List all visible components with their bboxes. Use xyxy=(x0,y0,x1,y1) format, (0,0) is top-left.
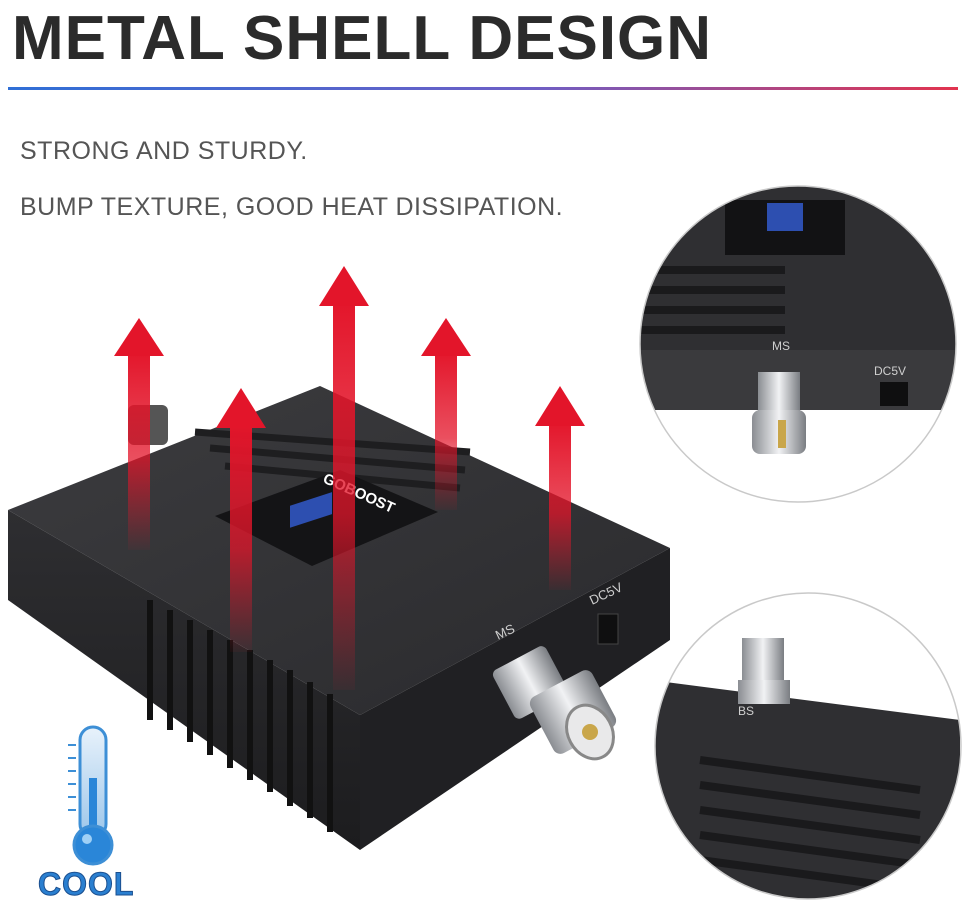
thermometer-icon xyxy=(68,725,114,866)
zoom-ms-label: MS xyxy=(772,339,790,353)
heat-arrow-icon xyxy=(319,266,369,690)
ms-connector xyxy=(492,646,617,761)
cool-label: COOL xyxy=(37,866,135,903)
heat-arrow-icon xyxy=(535,386,585,590)
heat-arrows xyxy=(114,266,585,690)
heat-arrow-icon xyxy=(114,318,164,550)
zoom-dc-label: DC5V xyxy=(874,364,906,378)
zoom-circle-ms-port: MS DC5V xyxy=(639,185,957,503)
zoom-circle-bs-port: BS xyxy=(654,592,962,900)
page-title: METAL SHELL DESIGN xyxy=(12,4,713,73)
zoom-bs-label: BS xyxy=(738,704,754,718)
heat-arrow-icon xyxy=(421,318,471,510)
title-divider xyxy=(8,87,958,90)
feature-text-sturdy: STRONG AND STURDY. xyxy=(20,137,308,165)
feature-text-heat: BUMP TEXTURE, GOOD HEAT DISSIPATION. xyxy=(20,193,564,221)
heat-arrow-icon xyxy=(216,388,266,652)
